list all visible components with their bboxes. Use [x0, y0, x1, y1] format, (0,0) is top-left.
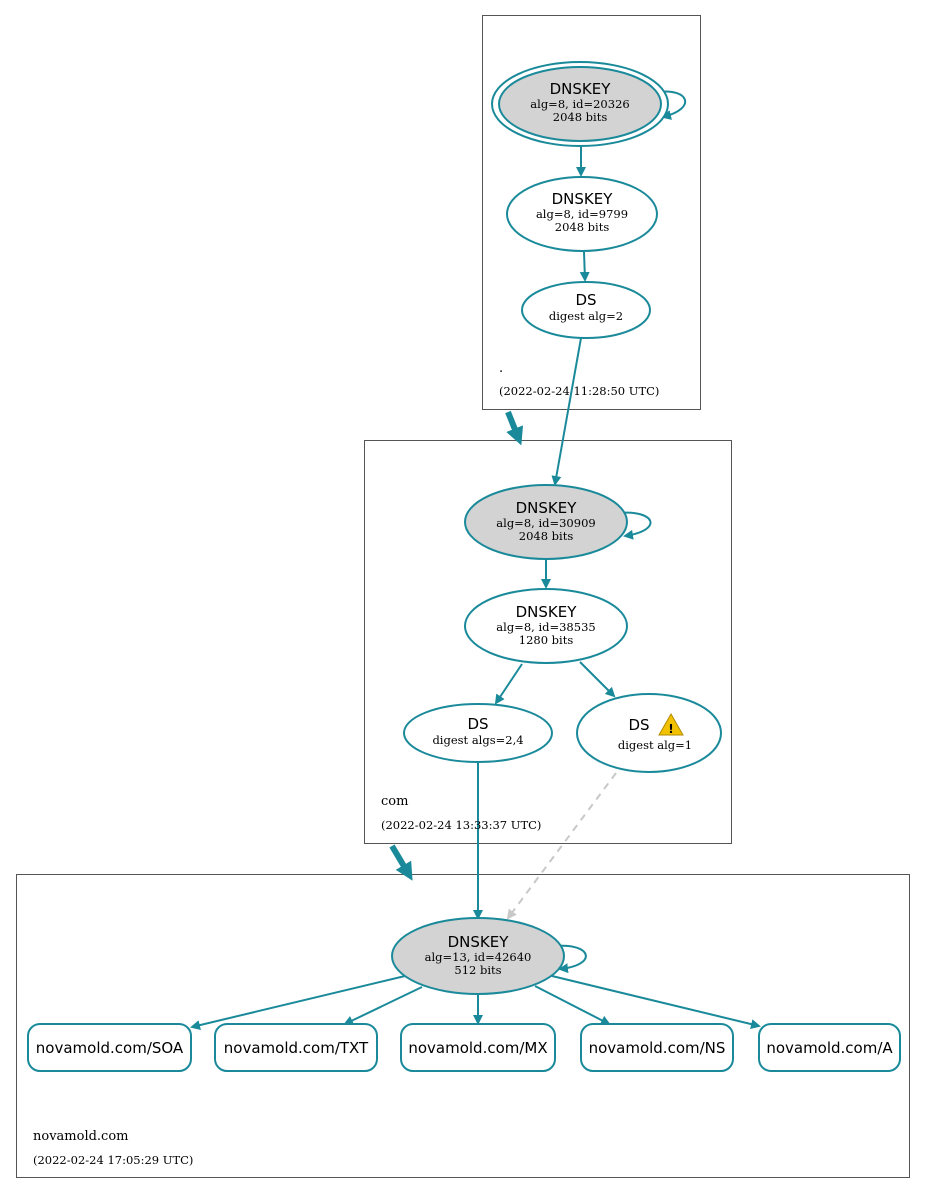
edge-novamold-ksk-self [555, 944, 587, 974]
rrset-mx[interactable]: novamold.com/MX [400, 1023, 556, 1072]
root-zsk-line2: 2048 bits [555, 220, 610, 234]
edge-novamold-ksk-to-a [551, 975, 761, 1029]
novamold-ksk-line1: alg=13, id=42640 [425, 950, 532, 964]
com-zsk-line2: 1280 bits [519, 633, 574, 647]
rrset-ns[interactable]: novamold.com/NS [580, 1023, 734, 1072]
root-ds-line1: digest alg=2 [549, 309, 623, 323]
edge-root-ds-to-com-ksk [551, 337, 582, 486]
com-ksk-line1: alg=8, id=30909 [496, 516, 595, 530]
edge-delegation-root-com [505, 410, 524, 446]
com-ksk-node[interactable]: DNSKEY alg=8, id=30909 2048 bits [464, 484, 628, 560]
root-ksk-line1: alg=8, id=20326 [530, 97, 629, 111]
rrset-a[interactable]: novamold.com/A [758, 1023, 901, 1072]
com-ksk-title: DNSKEY [516, 499, 578, 517]
com-ds1-node[interactable]: DS digest algs=2,4 [403, 703, 553, 763]
edge-novamold-ksk-to-txt [343, 986, 423, 1026]
com-zsk-node[interactable]: DNSKEY alg=8, id=38535 1280 bits [464, 588, 628, 664]
edge-root-zsk-to-ds [579, 251, 590, 282]
root-ksk-node[interactable]: DNSKEY alg=8, id=20326 2048 bits [491, 61, 669, 147]
rrset-a-label: novamold.com/A [766, 1039, 893, 1057]
edge-com-zsk-to-ds2 [579, 661, 616, 698]
root-ds-title: DS [575, 291, 596, 309]
com-zone-timestamp: (2022-02-24 13:33:37 UTC) [381, 818, 541, 832]
edge-com-ds2-to-novamold-ksk-dashed [506, 772, 617, 920]
edge-novamold-ksk-to-soa [190, 975, 406, 1030]
root-zsk-node[interactable]: DNSKEY alg=8, id=9799 2048 bits [506, 176, 658, 252]
rrset-txt-label: novamold.com/TXT [224, 1039, 369, 1057]
edge-root-ksk-self [657, 90, 686, 120]
com-zsk-title: DNSKEY [516, 603, 578, 621]
com-zone-name: com [381, 794, 408, 809]
com-ds1-title: DS [467, 715, 488, 733]
rrset-soa[interactable]: novamold.com/SOA [27, 1023, 192, 1072]
root-ds-node[interactable]: DS digest alg=2 [521, 281, 651, 339]
warning-glyph: ! [668, 722, 673, 736]
novamold-ksk-node[interactable]: DNSKEY alg=13, id=42640 512 bits [391, 917, 565, 995]
novamold-ksk-title: DNSKEY [448, 933, 510, 951]
novamold-ksk-line2: 512 bits [454, 963, 501, 977]
warning-icon: ! [658, 712, 684, 736]
com-ksk-line2: 2048 bits [519, 529, 574, 543]
com-ds2-title: DS [628, 716, 649, 734]
root-ksk-title: DNSKEY [550, 80, 612, 98]
root-ksk-line2: 2048 bits [553, 110, 608, 124]
edge-novamold-ksk-to-ns [534, 985, 611, 1025]
com-ds1-line1: digest algs=2,4 [432, 733, 523, 747]
com-ds2-line1: digest alg=1 [618, 738, 692, 752]
edge-com-ksk-self [619, 511, 652, 540]
root-zsk-title: DNSKEY [552, 190, 614, 208]
novamold-zone-timestamp: (2022-02-24 17:05:29 UTC) [33, 1153, 193, 1167]
rrset-soa-label: novamold.com/SOA [36, 1039, 184, 1057]
com-ds2-node[interactable]: DS ! digest alg=1 [576, 693, 722, 773]
root-zone-timestamp: (2022-02-24 11:28:50 UTC) [499, 384, 659, 398]
com-zsk-line1: alg=8, id=38535 [496, 620, 595, 634]
root-zone-name: . [499, 361, 503, 376]
rrset-txt[interactable]: novamold.com/TXT [214, 1023, 378, 1072]
rrset-mx-label: novamold.com/MX [408, 1039, 547, 1057]
rrset-ns-label: novamold.com/NS [589, 1039, 726, 1057]
edge-delegation-com-novamold [389, 844, 413, 881]
root-zsk-line1: alg=8, id=9799 [536, 207, 628, 221]
edge-com-zsk-to-ds1 [494, 663, 523, 705]
novamold-zone-name: novamold.com [33, 1129, 129, 1144]
